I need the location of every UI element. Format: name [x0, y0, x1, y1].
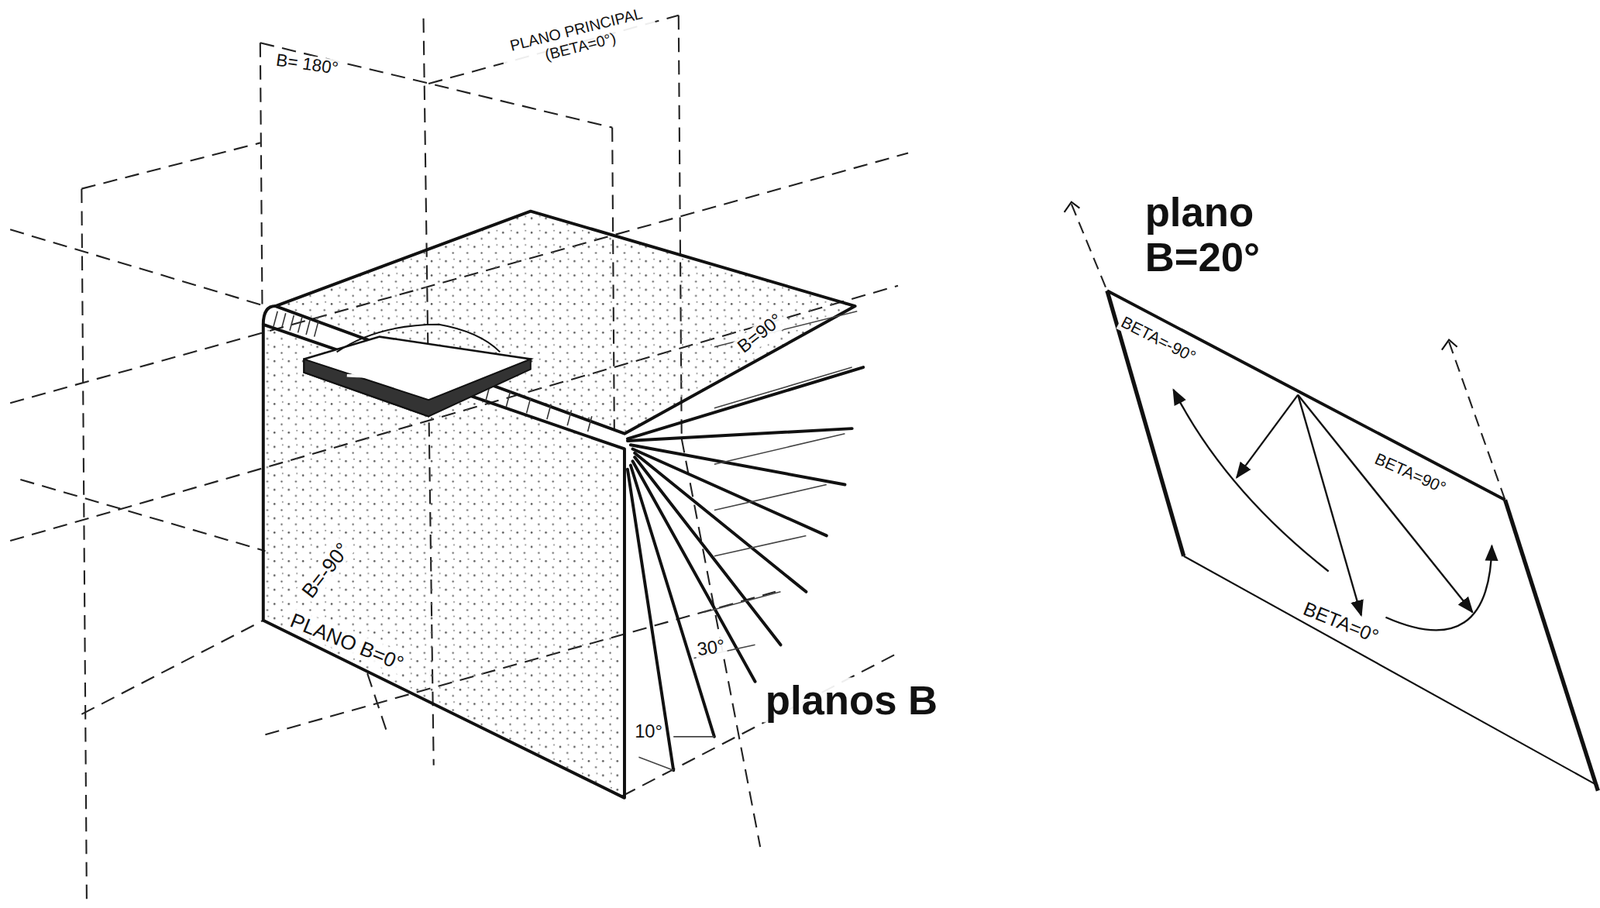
- angle-label: BETA=90°: [1369, 448, 1450, 498]
- angle-label: BETA=0°: [1297, 598, 1384, 650]
- plane-title: plano B=20°: [1142, 189, 1341, 280]
- angle-label: BETA=-90°: [1116, 312, 1201, 368]
- angle-label: PLANO PRINCIPAL (BETA=0°): [498, 3, 659, 74]
- angle-label: 30°: [694, 636, 729, 661]
- angle-label: B= 180°: [272, 51, 341, 80]
- plane-title: planos B: [763, 677, 940, 723]
- angle-label: 10°: [633, 722, 665, 743]
